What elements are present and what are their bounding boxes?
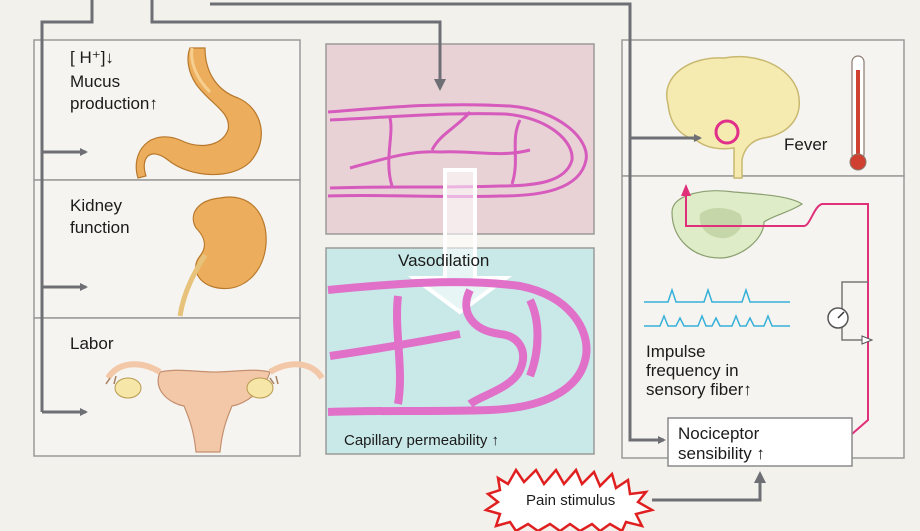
capillary-dilated-illustration bbox=[327, 278, 591, 416]
kidney-function-label: function bbox=[70, 218, 130, 237]
pain-starburst bbox=[483, 467, 656, 531]
pain-stimulus-label: Pain stimulus bbox=[526, 492, 616, 509]
nociceptor-box bbox=[667, 417, 853, 467]
stomach-illustration bbox=[135, 47, 262, 179]
capillary-normal-illustration bbox=[327, 103, 588, 199]
kidney-illustration bbox=[177, 196, 267, 317]
left-pathway-arrows bbox=[40, 0, 94, 416]
spinal-cord-illustration bbox=[671, 184, 869, 435]
vasodilation-label: Vasodilation bbox=[398, 251, 490, 270]
production-label: production↑ bbox=[70, 94, 158, 113]
impulse-label-2: frequency in bbox=[646, 361, 739, 380]
labor-label: Labor bbox=[70, 334, 114, 353]
right-pathway-arrows bbox=[210, 2, 702, 444]
pain-to-nociceptor-arrow bbox=[652, 471, 766, 502]
uterus-illustration bbox=[105, 361, 325, 453]
fever-label: Fever bbox=[784, 135, 828, 154]
h-ion-label: [ H⁺]↓ bbox=[70, 48, 114, 67]
impulse-label-3: sensory fiber↑ bbox=[646, 380, 752, 399]
kidney-label: Kidney bbox=[70, 196, 122, 215]
nociceptor-label-2: sensibility ↑ bbox=[678, 444, 765, 463]
thermometer-icon bbox=[849, 55, 867, 171]
impulse-traces bbox=[644, 287, 790, 327]
recording-meter bbox=[827, 281, 874, 345]
nociceptor-label-1: Nociceptor bbox=[678, 424, 760, 443]
hypothalamus-marker bbox=[714, 119, 740, 145]
dilation-arrow bbox=[407, 168, 513, 315]
center-pathway-arrow bbox=[150, 0, 446, 91]
capillary-permeability-label: Capillary permeability ↑ bbox=[344, 432, 500, 449]
impulse-label-1: Impulse bbox=[646, 342, 706, 361]
mucus-label: Mucus bbox=[70, 72, 121, 91]
